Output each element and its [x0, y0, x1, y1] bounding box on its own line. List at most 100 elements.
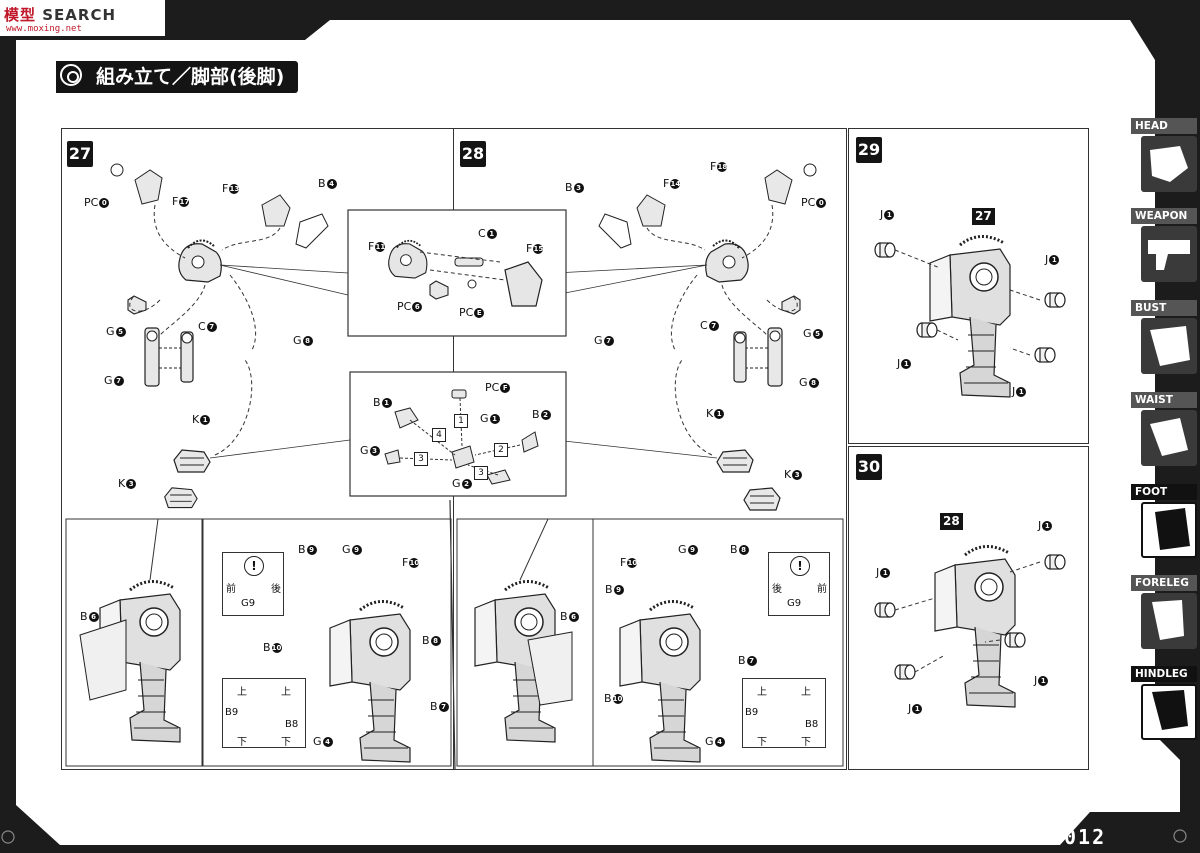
part-label: B9 — [225, 707, 239, 718]
up-label: 上 — [801, 687, 811, 698]
tab-hindleg: HINDLEG — [1131, 666, 1197, 682]
step-number-28: 28 — [460, 141, 486, 167]
front-label: 前 — [817, 584, 827, 595]
page-number: 012 — [1064, 825, 1107, 849]
step-number-29: 29 — [856, 137, 882, 163]
up-label: 上 — [281, 687, 291, 698]
step-number-30: 30 — [856, 454, 882, 480]
part-label: B10 — [263, 641, 282, 654]
part-label: B8 — [805, 719, 819, 730]
down-label: 下 — [281, 737, 291, 748]
tab-waist: WAIST — [1131, 392, 1197, 408]
step-number-27: 27 — [67, 141, 93, 167]
part-label: F17 — [172, 195, 190, 208]
order-marker: 3 — [474, 466, 488, 480]
part-label: B9 — [745, 707, 759, 718]
ref-step-28: 28 — [940, 513, 963, 530]
part-label: F15 — [526, 242, 544, 255]
step-27-artwork — [110, 163, 351, 509]
site-watermark: 模型 SEARCH — [4, 4, 116, 25]
tab-foreleg: FORELEG — [1131, 575, 1197, 591]
up-label: 上 — [757, 687, 767, 698]
order-marker: 3 — [414, 452, 428, 466]
orientation-note-up-down: 上 上 B9 B8 下 下 — [222, 678, 306, 748]
ref-step-27: 27 — [972, 208, 995, 225]
part-label: F14 — [663, 177, 681, 190]
part-label: F18 — [710, 160, 728, 173]
front-label: 前 — [226, 584, 236, 595]
part-label: G9 — [787, 598, 802, 609]
orientation-note-front-back: ! 前 後 G9 — [222, 552, 284, 616]
page-title: 組み立て／脚部(後脚) — [56, 61, 299, 93]
down-label: 下 — [801, 737, 811, 748]
site-name-suffix: SEARCH — [42, 6, 117, 24]
caution-icon: ! — [244, 556, 264, 576]
part-label: B10 — [604, 692, 623, 705]
down-label: 下 — [757, 737, 767, 748]
hip-detail-artwork — [387, 239, 543, 307]
part-label: B8 — [285, 719, 299, 730]
tab-weapon: WEAPON — [1131, 208, 1197, 224]
back-label: 後 — [772, 584, 782, 595]
site-url: www.moxing.net — [6, 24, 82, 34]
part-label: F13 — [222, 182, 240, 195]
section-badge-icon — [60, 64, 82, 86]
tab-foot: FOOT — [1131, 484, 1197, 500]
part-label: F11 — [368, 240, 386, 253]
up-label: 上 — [237, 687, 247, 698]
part-label: F10 — [402, 556, 420, 569]
order-marker: 2 — [494, 443, 508, 457]
step-28-artwork — [554, 163, 817, 511]
site-name-prefix: 模型 — [4, 6, 37, 24]
caution-icon: ! — [790, 556, 810, 576]
order-marker: 4 — [432, 428, 446, 442]
back-label: 後 — [271, 584, 281, 595]
part-label: F10 — [620, 556, 638, 569]
part-label: G9 — [241, 598, 256, 609]
